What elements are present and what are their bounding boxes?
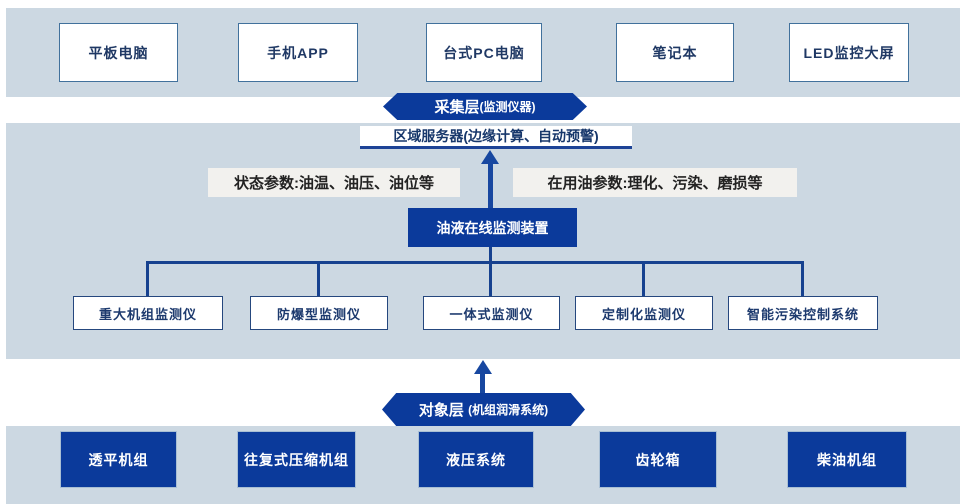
monitoring-device-label: 油液在线监测装置 <box>436 219 549 236</box>
monitor-box-major-units: 重大机组监测仪 <box>73 296 223 330</box>
tree-drop-line-2 <box>317 261 320 296</box>
collection-layer-subtitle: (监测仪器) <box>479 100 536 114</box>
monitor-label: 一体式监测仪 <box>449 306 534 322</box>
terminal-box-desktop-pc: 台式PC电脑 <box>426 23 542 82</box>
terminal-box-tablet: 平板电脑 <box>59 23 178 82</box>
tree-drop-line-1 <box>146 261 149 296</box>
monitor-box-pollution-control: 智能污染控制系统 <box>728 296 878 330</box>
equipment-box-diesel-engine: 柴油机组 <box>787 431 907 488</box>
status-params-text: 状态参数:油温、油压、油位等 <box>234 175 434 192</box>
monitor-box-customized: 定制化监测仪 <box>575 296 713 330</box>
oil-params-text: 在用油参数:理化、污染、磨损等 <box>547 175 763 192</box>
equipment-label: 透平机组 <box>88 451 149 468</box>
collection-layer-title: 采集层 <box>434 99 480 116</box>
terminal-box-laptop: 笔记本 <box>616 23 734 82</box>
terminal-label: 笔记本 <box>652 44 698 61</box>
monitor-label: 定制化监测仪 <box>601 306 686 322</box>
terminal-box-led-screen: LED监控大屏 <box>789 23 909 82</box>
terminal-box-mobile-app: 手机APP <box>238 23 358 82</box>
tree-drop-line-4 <box>642 261 645 296</box>
monitoring-device-box: 油液在线监测装置 <box>408 208 577 247</box>
terminal-label: 手机APP <box>267 44 329 61</box>
monitor-box-integrated: 一体式监测仪 <box>423 296 560 330</box>
monitor-box-explosion-proof: 防爆型监测仪 <box>250 296 388 330</box>
collection-layer-pill: 采集层(监测仪器) <box>383 93 587 120</box>
equipment-box-hydraulic-system: 液压系统 <box>418 431 534 488</box>
terminal-label: LED监控大屏 <box>803 44 895 61</box>
up-arrow-shaft-object <box>480 373 485 393</box>
equipment-label: 往复式压缩机组 <box>244 451 349 468</box>
tree-horizontal-line <box>146 261 804 264</box>
equipment-label: 液压系统 <box>446 451 506 468</box>
equipment-box-gearbox: 齿轮箱 <box>599 431 717 488</box>
equipment-label: 柴油机组 <box>817 451 877 468</box>
monitor-label: 重大机组监测仪 <box>98 306 197 322</box>
object-layer-pill: 对象层 (机组润滑系统) <box>382 393 585 426</box>
up-arrow-head-server <box>481 150 499 164</box>
regional-server-box: 区域服务器(边缘计算、自动预警) <box>360 126 632 149</box>
regional-server-label: 区域服务器(边缘计算、自动预警) <box>393 128 599 144</box>
up-arrow-head-object <box>474 360 492 374</box>
status-params-label: 状态参数:油温、油压、油位等 <box>208 168 460 197</box>
tree-drop-line-3 <box>489 261 492 296</box>
monitor-label: 防爆型监测仪 <box>276 306 361 322</box>
object-layer-title: 对象层 <box>418 402 469 419</box>
monitor-label: 智能污染控制系统 <box>746 306 859 322</box>
up-arrow-shaft-server <box>488 163 493 208</box>
oil-params-label: 在用油参数:理化、污染、磨损等 <box>513 168 797 197</box>
equipment-box-turbine: 透平机组 <box>60 431 177 488</box>
object-layer-subtitle: (机组润滑系统) <box>468 403 549 417</box>
tree-trunk-line <box>489 247 492 263</box>
tree-drop-line-5 <box>801 261 804 296</box>
equipment-box-reciprocating-compressor: 往复式压缩机组 <box>237 431 356 488</box>
equipment-label: 齿轮箱 <box>635 451 681 468</box>
terminal-label: 平板电脑 <box>88 44 149 61</box>
terminal-label: 台式PC电脑 <box>443 44 525 61</box>
